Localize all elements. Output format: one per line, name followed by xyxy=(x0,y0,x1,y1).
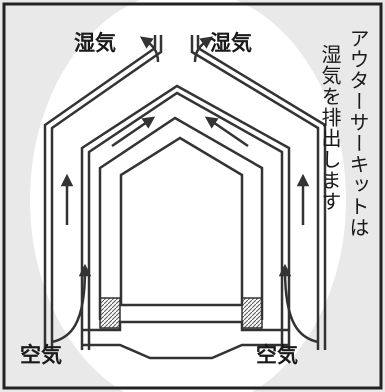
air-intake-arrow-left xyxy=(51,263,92,344)
moisture-exit-arrow-left xyxy=(139,36,160,63)
base-hatch-left xyxy=(99,297,121,329)
air-label-left: 空気 xyxy=(20,343,62,367)
base-bottom-line xyxy=(82,343,289,360)
air-intake-arrow-right xyxy=(278,263,319,344)
outer-wall-left-outer xyxy=(43,35,157,350)
caption-column-2: 湿気を排出します xyxy=(318,44,342,212)
cabin-outer-wall xyxy=(98,116,264,320)
base-hatch-right xyxy=(241,297,263,329)
outer-wall-right-outer xyxy=(196,35,327,350)
flow-arrow-upper-left xyxy=(111,116,156,148)
caption-column-1: アウターサーキットは xyxy=(346,28,370,238)
base-top-line xyxy=(82,320,289,332)
flow-arrow-upper-right xyxy=(204,116,249,148)
middle-wall-inner xyxy=(87,91,284,350)
outer-wall-left-inner xyxy=(50,35,163,350)
middle-wall-outer xyxy=(80,84,291,350)
cabin-window xyxy=(119,136,244,307)
outer-wall-right-inner xyxy=(190,35,320,350)
air-label-right: 空気 xyxy=(256,343,298,367)
moisture-label-left: 湿気 xyxy=(74,31,116,55)
panel-border xyxy=(2,2,383,390)
moisture-label-right: 湿気 xyxy=(210,31,252,55)
moisture-exit-arrow-right xyxy=(193,36,214,63)
